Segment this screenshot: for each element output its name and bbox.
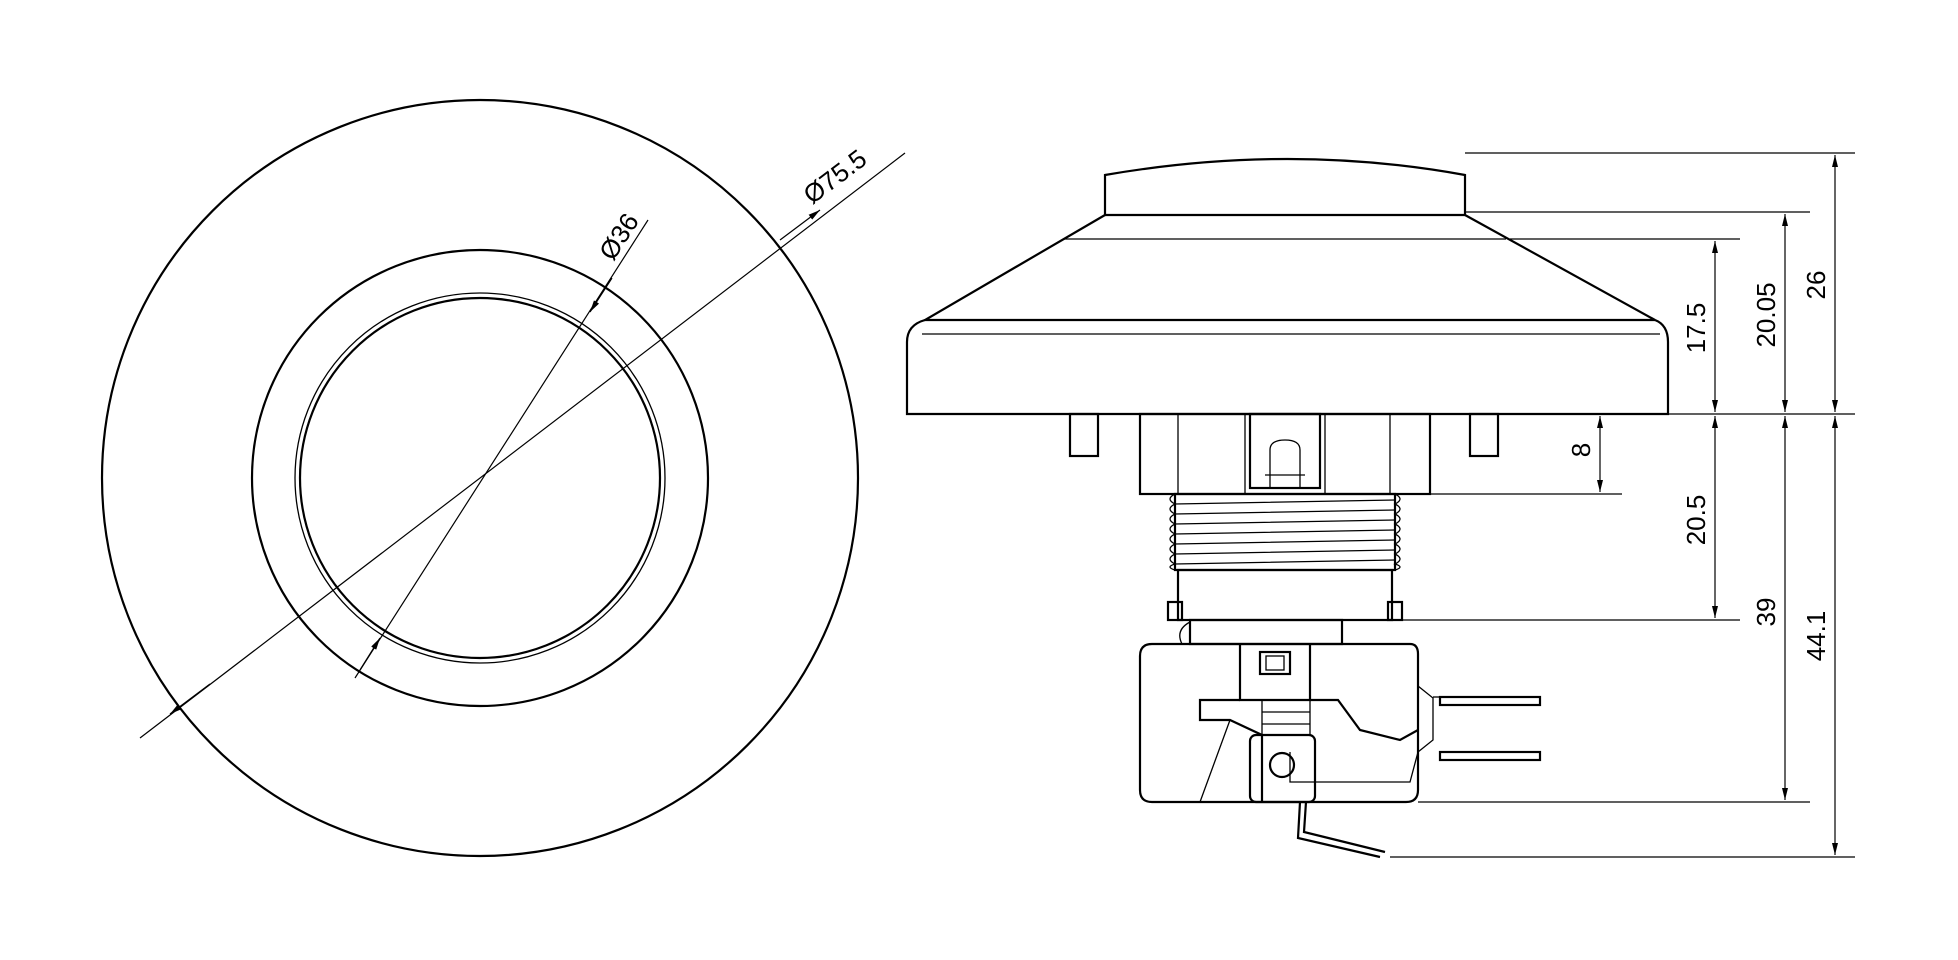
dim-label-44-1: 44.1 <box>1801 611 1831 662</box>
housing-clip <box>1265 439 1305 488</box>
terminal-pin-lower <box>1438 750 1542 762</box>
lower-collar <box>1176 568 1394 622</box>
side-view <box>905 157 1670 859</box>
inner-diameter-arrow-bottom <box>359 637 381 671</box>
left-locating-tab <box>1068 412 1100 458</box>
middle-ring-circle <box>250 248 710 708</box>
terminal-pin-upper <box>1438 695 1542 707</box>
outer-diameter-leader <box>139 152 906 739</box>
front-view: Ø75.5 Ø36 <box>100 98 906 858</box>
terminal-block <box>1248 733 1317 804</box>
dim-label-17-5: 17.5 <box>1681 303 1711 354</box>
button-dome <box>1103 157 1467 217</box>
microswitch-body <box>1138 642 1420 804</box>
plunger-window <box>1258 650 1292 676</box>
dim-label-26: 26 <box>1801 271 1831 300</box>
dim-label-20-05: 20.05 <box>1751 282 1781 347</box>
switch-housing <box>1138 412 1432 496</box>
conical-bezel <box>920 214 1656 322</box>
microswitch-side-contour <box>1289 685 1434 783</box>
button-rim-inner-circle <box>298 296 662 660</box>
dim-label-39: 39 <box>1751 598 1781 627</box>
collar-notch-right <box>1386 600 1404 622</box>
thread-lines <box>1169 493 1401 571</box>
microswitch-plunger <box>1238 644 1312 702</box>
mount-clip <box>1179 621 1191 645</box>
inner-diameter-arrow-top <box>589 277 613 313</box>
outer-bezel-circle <box>100 98 860 858</box>
outer-diameter-arrow-top <box>779 209 821 241</box>
microswitch-lever <box>1296 801 1386 859</box>
actuator-stem <box>1198 698 1419 802</box>
collar-notch-left <box>1166 600 1184 622</box>
outer-diameter-label: Ø75.5 <box>798 143 873 210</box>
inner-diameter-leader <box>354 219 649 679</box>
button-rim-outer-circle <box>294 292 666 664</box>
dimensions: 26 20.05 17.5 8 20.5 39 44.1 <box>1390 152 1855 858</box>
actuator-arm-left <box>1199 719 1231 803</box>
dim-label-20-5: 20.5 <box>1681 495 1711 546</box>
switch-mount <box>1188 618 1344 646</box>
right-locating-tab <box>1468 412 1500 458</box>
terminal-neck <box>1261 700 1311 735</box>
housing-clip-window <box>1248 412 1322 490</box>
plunger-window-inner <box>1265 655 1285 671</box>
dim-label-8: 8 <box>1566 443 1596 457</box>
terminal-screw <box>1268 751 1296 779</box>
outer-diameter-arrow-bottom <box>169 683 211 715</box>
